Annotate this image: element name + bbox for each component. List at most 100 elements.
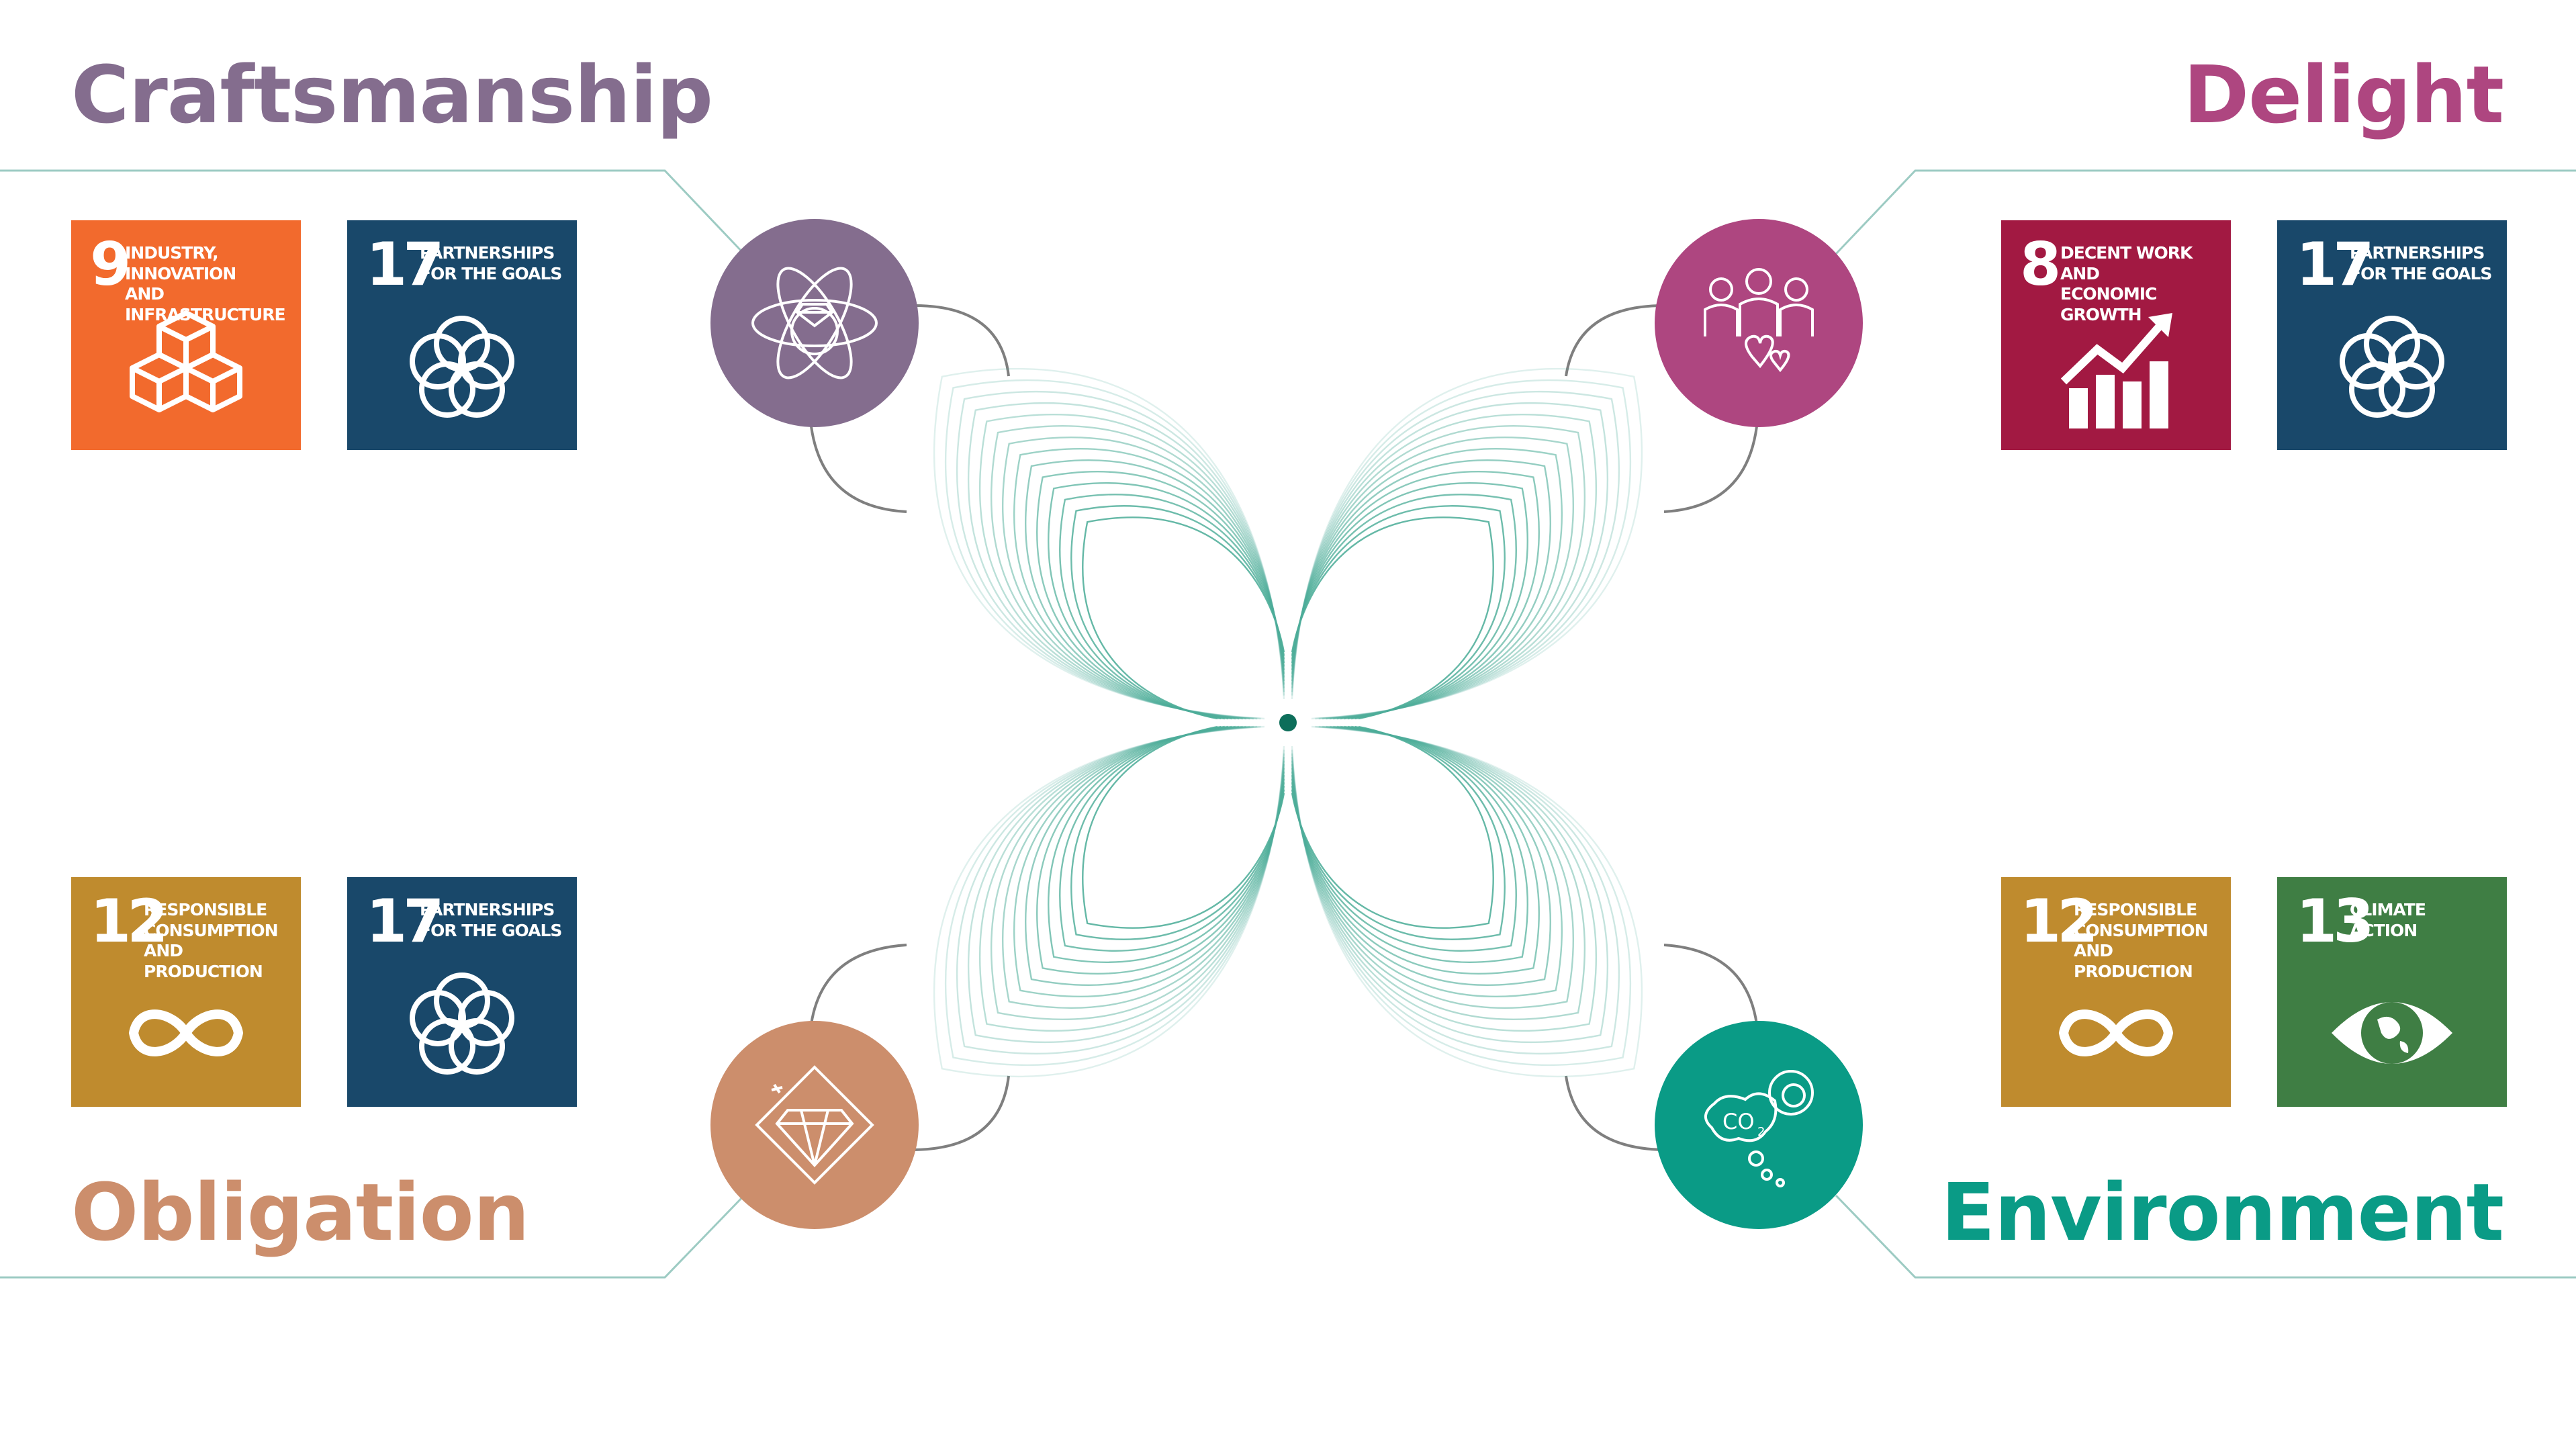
rings-icon <box>2340 316 2444 418</box>
flower-curve-q2-10 <box>968 725 1285 1043</box>
sdg-tile-9: 9 INDUSTRY, INNOVATION AND INFRASTRUCTUR… <box>71 220 301 450</box>
sdg-tile-12-obligation: 12 RESPONSIBLE CONSUMPTION AND PRODUCTIO… <box>71 877 301 1107</box>
flower-curve-q1-13 <box>1291 368 1643 720</box>
flower-curve-q3-0 <box>1291 725 1494 929</box>
sdg-number: 9 <box>90 230 131 299</box>
sdg-number: 17 <box>366 887 444 956</box>
flower-curves <box>933 368 1643 1077</box>
flower-curve-q0-13 <box>933 368 1285 720</box>
flower-curve-q0-6 <box>1013 448 1285 720</box>
flower-curve-q0-2 <box>1059 494 1285 720</box>
sdg-tile-12-environment: 12 RESPONSIBLE CONSUMPTION AND PRODUCTIO… <box>2001 877 2231 1107</box>
flower-curve-q0-3 <box>1048 482 1285 720</box>
flower-curve-q2-1 <box>1070 725 1285 940</box>
diamond-recycle-icon <box>755 1065 874 1185</box>
flower-curve-q3-3 <box>1291 725 1528 963</box>
sdg-label: RESPONSIBLE CONSUMPTION AND PRODUCTION <box>144 900 279 981</box>
flower-curve-q3-6 <box>1291 725 1563 997</box>
craftsmanship-circle <box>710 219 919 427</box>
heading-obligation: Obligation <box>71 1166 530 1259</box>
flower-curve-q0-10 <box>968 402 1285 720</box>
sdg-number: 12 <box>90 887 168 956</box>
frame-line-bottom-left <box>0 1194 745 1279</box>
connector-arc-top-left-a <box>914 304 1010 377</box>
sdg-label: INDUSTRY, INNOVATION AND INFRASTRUCTURE <box>125 243 286 324</box>
flower-curve-q0-12 <box>945 379 1285 720</box>
sdg-number: 12 <box>2020 887 2098 956</box>
flower-curve-q2-8 <box>990 725 1285 1021</box>
flower-curve-q3-7 <box>1291 725 1575 1009</box>
infinity-icon <box>2058 1009 2174 1056</box>
obligation-circle <box>710 1021 919 1229</box>
sdg-tile-13: 13 CLIMATE ACTION <box>2277 877 2507 1107</box>
connector-arc-top-left-b <box>810 426 907 513</box>
heading-environment: Environment <box>1941 1166 2504 1259</box>
flower-curve-q3-13 <box>1291 725 1643 1077</box>
sdg-label: DECENT WORK AND ECONOMIC GROWTH <box>2060 243 2193 324</box>
connector-arc-bottom-left-a <box>810 944 907 1025</box>
people-hearts-icon <box>1704 268 1814 373</box>
sdg-label: RESPONSIBLE CONSUMPTION AND PRODUCTION <box>2074 900 2209 981</box>
sdg-tile-17-obligation: 17 PARTNERSHIPS FOR THE GOALS <box>347 877 577 1107</box>
flower-curve-q1-7 <box>1291 436 1575 720</box>
flower-curve-q2-12 <box>945 725 1285 1066</box>
eye-globe-icon <box>2332 1002 2452 1064</box>
sdg-tile-8: 8 DECENT WORK AND ECONOMIC GROWTH <box>2001 220 2231 450</box>
sdg-tile-17-craftsmanship: 17 PARTNERSHIPS FOR THE GOALS <box>347 220 577 450</box>
sdg-tile-17-delight: 17 PARTNERSHIPS FOR THE GOALS <box>2277 220 2507 450</box>
flower-curve-q0-9 <box>978 413 1285 720</box>
center-dot <box>1279 714 1297 731</box>
heading-craftsmanship: Craftsmanship <box>71 48 713 141</box>
flower-curve-q1-8 <box>1291 424 1586 720</box>
flower-curve-q0-11 <box>956 391 1285 720</box>
cubes-icon <box>130 310 242 412</box>
sdg-label: CLIMATE ACTION <box>2350 900 2426 940</box>
flower-curve-q1-11 <box>1291 391 1620 720</box>
flower-curve-q2-9 <box>978 725 1285 1032</box>
flower-curve-q1-9 <box>1291 413 1598 720</box>
connector-arc-bottom-right-b <box>1565 1075 1665 1151</box>
flower-curve-q2-6 <box>1013 725 1285 997</box>
flower-curve-q1-4 <box>1291 471 1540 720</box>
flower-curve-q2-7 <box>1001 725 1285 1009</box>
flower-curve-q0-5 <box>1025 459 1285 720</box>
flower-curve-q3-2 <box>1291 725 1517 952</box>
svg-text:CO: CO <box>1722 1109 1755 1134</box>
flower-curve-q1-6 <box>1291 448 1563 720</box>
flower-curve-q1-0 <box>1291 516 1494 720</box>
flower-curve-q2-2 <box>1059 725 1285 952</box>
flower-curve-q0-1 <box>1070 505 1285 720</box>
flower-curve-q3-11 <box>1291 725 1620 1054</box>
svg-text:2: 2 <box>1757 1125 1765 1139</box>
flower-curve-q1-2 <box>1291 494 1517 720</box>
flower-curve-q2-4 <box>1036 725 1285 975</box>
connector-arc-bottom-left-b <box>914 1075 1010 1151</box>
sdg-number: 8 <box>2020 230 2061 299</box>
heading-delight: Delight <box>2183 48 2504 141</box>
sdg-label: PARTNERSHIPS FOR THE GOALS <box>420 243 562 283</box>
atom-diamond-ring-icon <box>751 267 878 379</box>
flower-curve-q1-3 <box>1291 482 1528 720</box>
flower-curve-q3-1 <box>1291 725 1506 940</box>
flower-curve-q3-4 <box>1291 725 1540 975</box>
sdg-number: 17 <box>366 230 444 299</box>
growth-chart-icon <box>2060 313 2172 428</box>
flower-curve-q1-1 <box>1291 505 1506 720</box>
flower-curve-q1-12 <box>1291 379 1631 720</box>
frame-line-top-left <box>0 169 745 255</box>
co2-bubbles-icon: CO 2 <box>1704 1070 1814 1187</box>
flower-curve-q1-10 <box>1291 402 1608 720</box>
flower-curve-q2-5 <box>1025 725 1285 986</box>
delight-circle <box>1655 219 1863 427</box>
flower-curve-q0-4 <box>1036 471 1285 720</box>
rings-icon <box>410 972 514 1075</box>
sdg-number: 17 <box>2296 230 2374 299</box>
flower-curve-q0-0 <box>1082 516 1285 720</box>
sdg-number: 13 <box>2296 887 2374 956</box>
flower-curve-q2-13 <box>933 725 1285 1077</box>
flower-curve-q3-12 <box>1291 725 1631 1066</box>
sdg-label: PARTNERSHIPS FOR THE GOALS <box>2350 243 2492 283</box>
